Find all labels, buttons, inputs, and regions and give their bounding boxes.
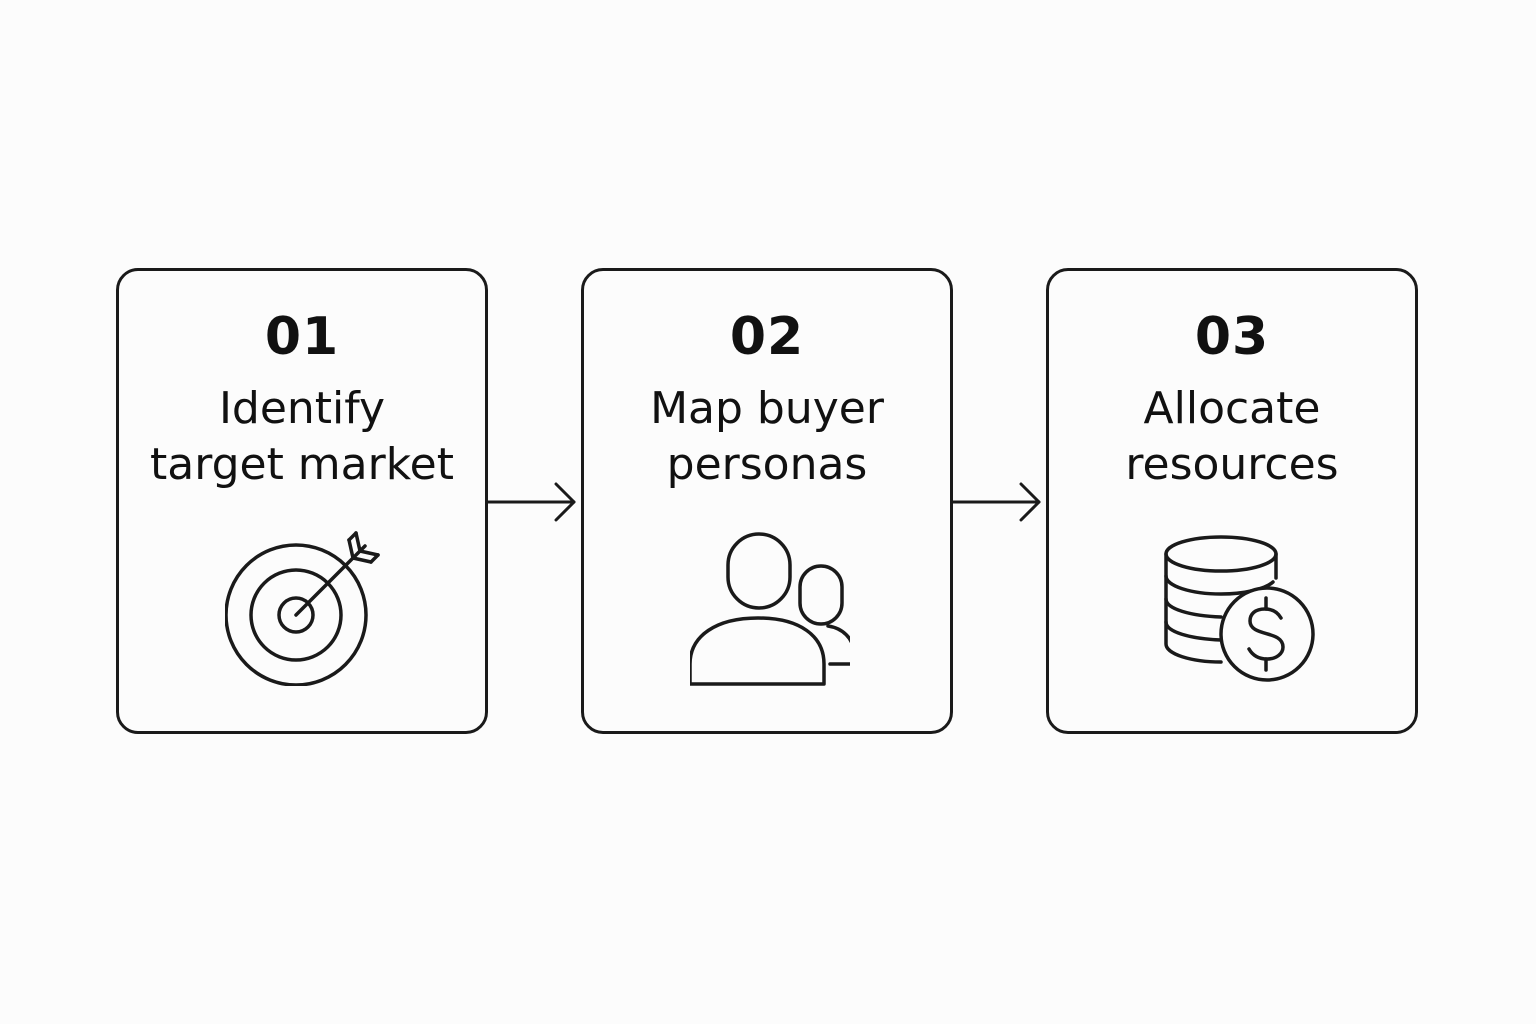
step-title: Identify target market bbox=[119, 381, 485, 493]
step-title-line: target market bbox=[150, 439, 454, 490]
step-title-line: Allocate bbox=[1143, 383, 1321, 434]
users-icon bbox=[690, 526, 850, 686]
arrow-right-icon bbox=[953, 478, 1045, 526]
step-card-identify-target-market: 01 Identify target market bbox=[116, 268, 488, 734]
arrow-right-icon bbox=[488, 478, 580, 526]
step-title-line: resources bbox=[1125, 439, 1339, 490]
coins-dollar-icon bbox=[1155, 526, 1315, 686]
step-card-allocate-resources: 03 Allocate resources bbox=[1046, 268, 1418, 734]
step-title-line: personas bbox=[666, 439, 868, 490]
target-icon bbox=[225, 526, 385, 686]
step-card-map-buyer-personas: 02 Map buyer personas bbox=[581, 268, 953, 734]
step-title: Allocate resources bbox=[1049, 381, 1415, 493]
step-title-line: Map buyer bbox=[650, 383, 884, 434]
step-number: 03 bbox=[1194, 307, 1270, 367]
step-number: 01 bbox=[264, 307, 340, 367]
step-number: 02 bbox=[729, 307, 805, 367]
step-title-line: Identify bbox=[218, 383, 386, 434]
step-title: Map buyer personas bbox=[584, 381, 950, 493]
